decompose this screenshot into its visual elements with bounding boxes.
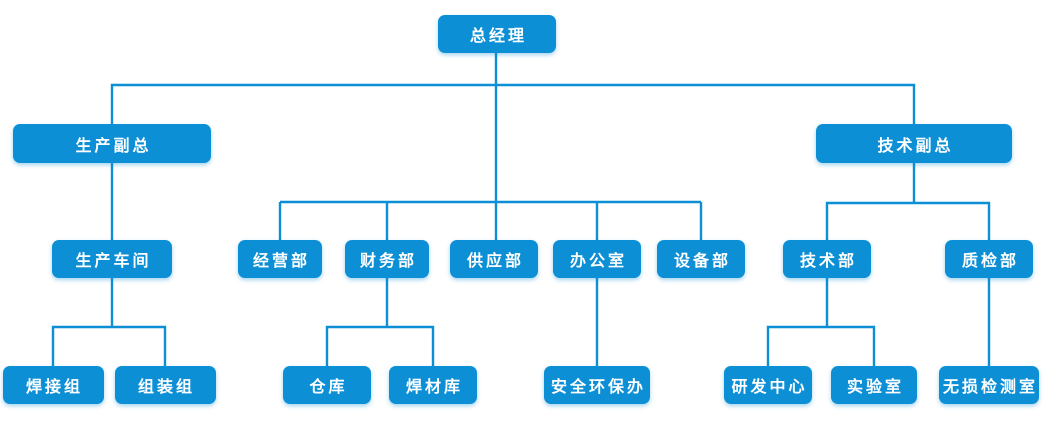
org-node-production-workshop: 生产车间 bbox=[52, 240, 172, 278]
connector-line bbox=[766, 325, 876, 366]
org-node-office: 办公室 bbox=[553, 240, 641, 278]
org-node-technical-dept: 技术部 bbox=[783, 240, 871, 278]
org-node-laboratory: 实验室 bbox=[831, 366, 917, 404]
org-node-quality-dept: 质检部 bbox=[945, 240, 1033, 278]
org-node-general-manager: 总经理 bbox=[438, 15, 556, 53]
org-node-technical-vp: 技术副总 bbox=[816, 124, 1012, 163]
org-node-ndt-room: 无损检测室 bbox=[939, 366, 1039, 404]
org-node-production-vp: 生产副总 bbox=[13, 124, 211, 163]
org-node-business-dept: 经营部 bbox=[238, 240, 322, 278]
org-node-safety-environment-office: 安全环保办 bbox=[544, 366, 650, 404]
org-node-welding-group: 焊接组 bbox=[2, 366, 104, 404]
org-node-assembly-group: 组装组 bbox=[114, 366, 216, 404]
org-node-warehouse: 仓库 bbox=[283, 366, 371, 404]
org-node-welding-material-warehouse: 焊材库 bbox=[389, 366, 477, 404]
connector-line bbox=[825, 201, 991, 240]
org-node-finance-dept: 财务部 bbox=[345, 240, 429, 278]
org-node-supply-dept: 供应部 bbox=[450, 240, 538, 278]
org-node-rd-center: 研发中心 bbox=[724, 366, 812, 404]
connector-line bbox=[325, 325, 435, 366]
org-node-equipment-dept: 设备部 bbox=[657, 240, 745, 278]
connector-line bbox=[51, 325, 167, 366]
connector-line bbox=[110, 83, 916, 124]
